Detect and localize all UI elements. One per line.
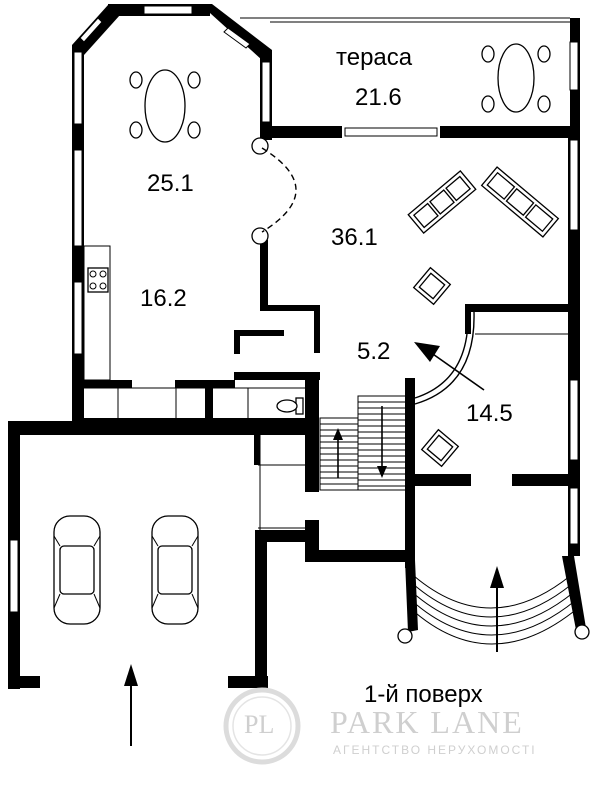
terrace-table: [481, 43, 551, 113]
double-door: [251, 137, 297, 245]
armchair-living: [412, 266, 452, 306]
windows: [9, 5, 579, 613]
sofa-set: [407, 166, 560, 238]
car-left-icon: [53, 515, 101, 625]
staircase: [319, 395, 407, 491]
kitchen-area: 16.2: [140, 285, 187, 312]
arrow-down-icon: [377, 406, 387, 478]
floor-label: 1-й поверх: [364, 681, 483, 708]
garage-corridor: [258, 435, 305, 530]
toilet-icon: [276, 397, 304, 415]
watermark-logo: [223, 687, 301, 765]
watermark-brand: PARK LANE: [330, 704, 524, 740]
terrace-name: тераса: [336, 44, 413, 71]
hall-area: 5.2: [357, 338, 391, 365]
kitchen-counter: [83, 245, 306, 418]
living-area: 36.1: [331, 224, 378, 251]
hall-arrow-icon: [414, 342, 485, 391]
study-area: 14.5: [466, 400, 513, 427]
study-curve: [414, 311, 568, 405]
watermark-logo-text: PL: [244, 710, 275, 739]
entry-arrow-icon: [490, 566, 504, 652]
dining-area: 25.1: [147, 170, 194, 197]
garage-entry-arrow-icon: [124, 664, 138, 746]
entry-steps: [397, 575, 590, 645]
watermark-tagline: АГЕНТСТВО НЕРУХОМОСТІ: [333, 743, 537, 757]
dining-table: [129, 69, 201, 143]
arrow-up-icon: [333, 428, 343, 478]
terrace-area: 21.6: [355, 84, 402, 111]
armchair-study: [420, 428, 460, 468]
car-right-icon: [151, 515, 199, 625]
